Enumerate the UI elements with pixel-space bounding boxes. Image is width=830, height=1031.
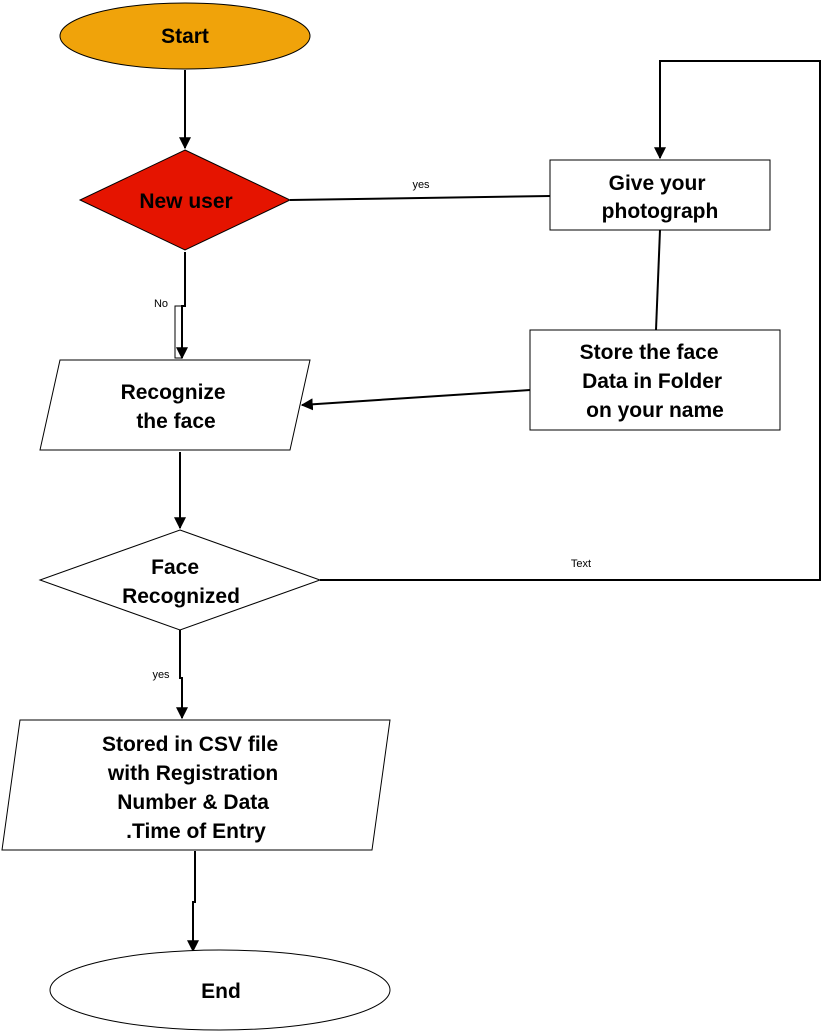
edge-label-yes-new-user: yes (412, 179, 430, 191)
stored-csv-line-3: Number & Data (117, 791, 269, 814)
face-recognized-line-2: Recognized (122, 585, 240, 608)
no-connector-mark (174, 305, 183, 359)
face-recognized-decision: Face Recognized (38, 529, 322, 631)
store-face-box: Store the face Data in Folder on your na… (529, 329, 781, 431)
edge-csv-to-end (187, 851, 199, 953)
edge-store-face-to-recognize (300, 389, 531, 411)
start-label: Start (161, 25, 209, 48)
new-user-label: New user (139, 190, 232, 213)
give-photograph-line-1: Give your (609, 172, 706, 195)
edge-face-recognized-to-csv (176, 630, 188, 720)
svg-text:Face Recognized: Face Recognized (122, 556, 240, 608)
svg-text:Recognize the face: Recognize the face (121, 381, 232, 433)
edge-label-no: No (154, 298, 168, 310)
give-photograph-line-2: photograph (602, 200, 719, 223)
store-face-line-2: Data in Folder (582, 370, 722, 393)
stored-csv-line-4: .Time of Entry (126, 820, 266, 843)
edge-give-photo-to-store-face (655, 229, 661, 331)
store-face-line-3: on your name (586, 399, 724, 422)
new-user-decision: New user (78, 149, 292, 251)
end-label: End (201, 980, 241, 1003)
store-face-line-1: Store the face (580, 341, 719, 364)
face-recognized-line-1: Face (151, 556, 199, 579)
svg-text:Give your photograph: Give your photograph (602, 172, 719, 223)
svg-text:Store the face Data in F: Store the face Data in Folder on your na… (580, 341, 728, 422)
stored-csv-node: Stored in CSV file with Registration Num… (1, 719, 391, 851)
svg-text:Stored in CSV file with: Stored in CSV file with Registration Num… (102, 733, 284, 843)
edge-label-yes-face: yes (152, 669, 170, 681)
recognize-line-1: Recognize (121, 381, 226, 404)
stored-csv-line-1: Stored in CSV file (102, 733, 278, 756)
edge-new-user-to-give-photo (289, 195, 551, 201)
edge-face-recognized-loop (320, 60, 821, 581)
start-node: Start (59, 2, 311, 70)
end-node: End (49, 949, 391, 1031)
give-photograph-box: Give your photograph (549, 159, 771, 231)
recognize-face-node: Recognize the face (39, 359, 311, 451)
edge-label-text: Text (571, 558, 591, 570)
recognize-line-2: the face (136, 410, 215, 433)
stored-csv-line-2: with Registration (107, 762, 278, 785)
